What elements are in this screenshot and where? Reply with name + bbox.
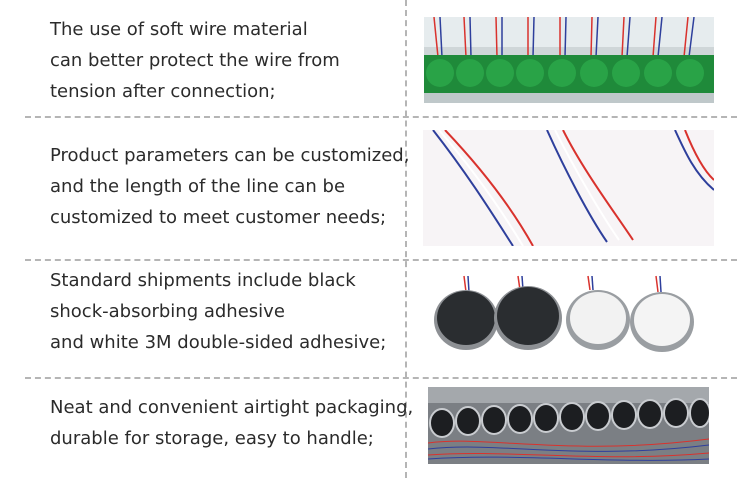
feature-line: tension after connection; xyxy=(50,81,276,102)
row-divider xyxy=(25,259,737,261)
feature-line: The use of soft wire material xyxy=(50,19,308,40)
feature-text-customization: Product parameters can be customized, an… xyxy=(50,140,409,233)
feature-text-adhesive: Standard shipments include black shock-a… xyxy=(50,265,386,358)
feature-line: shock-absorbing adhesive xyxy=(50,301,285,322)
wire-leads-photo xyxy=(423,130,714,246)
row-divider xyxy=(25,116,737,118)
row-divider xyxy=(25,377,737,379)
feature-text-packaging: Neat and convenient airtight packaging, … xyxy=(50,392,413,454)
feature-line: Neat and convenient airtight packaging, xyxy=(50,397,414,418)
feature-line: customized to meet customer needs; xyxy=(50,207,387,228)
feature-line: and white 3M double-sided adhesive; xyxy=(50,332,387,353)
feature-line: can better protect the wire from xyxy=(50,50,340,71)
green-tray-motors-photo xyxy=(424,17,714,103)
adhesive-motors-photo xyxy=(430,268,696,354)
feature-line: durable for storage, easy to handle; xyxy=(50,428,374,449)
packaged-motors-photo xyxy=(428,387,709,464)
vertical-divider xyxy=(405,0,407,478)
feature-line: Standard shipments include black xyxy=(50,270,356,291)
feature-line: Product parameters can be customized, xyxy=(50,145,410,166)
feature-text-soft-wire: The use of soft wire material can better… xyxy=(50,14,340,107)
feature-line: and the length of the line can be xyxy=(50,176,346,197)
